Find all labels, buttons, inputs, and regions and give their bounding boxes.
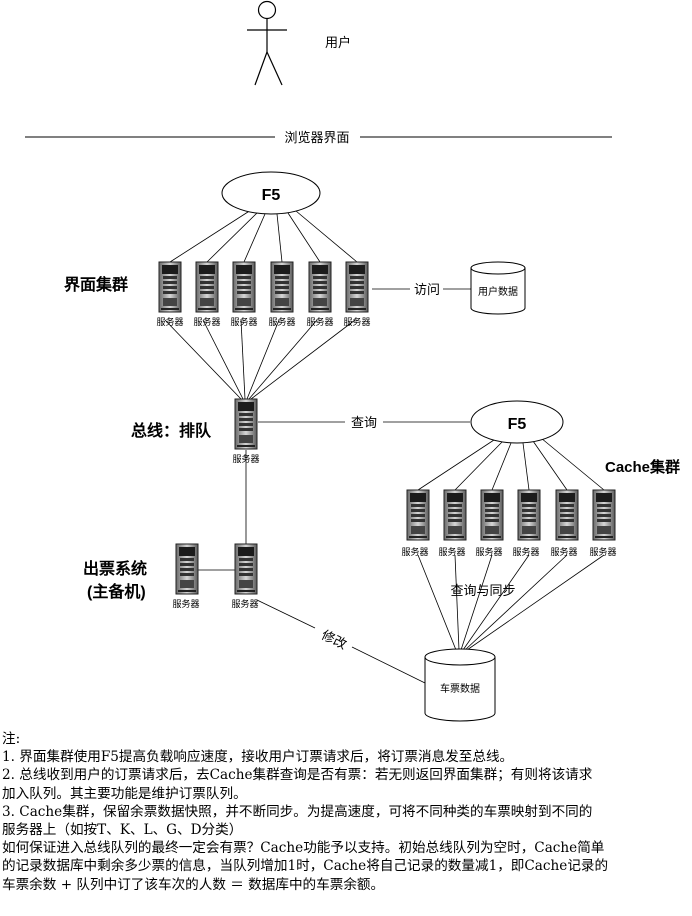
- notes-line: 如何保证进入总线队列的最终一定会有票？Cache功能予以支持。初始总线队列为空时…: [2, 840, 605, 857]
- ticket-data-database-icon: [424, 648, 496, 722]
- user-data-database-icon: [470, 261, 526, 315]
- cache-cluster-server-5: 服务器: [550, 489, 579, 558]
- access-label: 访问: [414, 283, 440, 298]
- user-data-label: 用户数据: [478, 285, 518, 298]
- server-label: 服务器: [343, 316, 370, 328]
- ticket-system-sublabel: (主备机): [87, 582, 146, 601]
- ui-cluster-server-2: 服务器: [193, 261, 221, 328]
- ui-cluster-server-4: 服务器: [268, 261, 296, 328]
- f5-load-balancer-cache: [470, 400, 564, 444]
- server-icon: [158, 261, 182, 313]
- ui-cluster-server-6: 服务器: [343, 261, 371, 328]
- notes-line: 服务器上（如按T、K、L、G、D分类）: [2, 822, 243, 839]
- server-label: 服务器: [512, 546, 539, 558]
- query-sync-label: 查询与同步: [450, 584, 515, 599]
- server-icon: [270, 261, 294, 313]
- server-icon: [406, 489, 430, 541]
- ui-cluster-server-3: 服务器: [230, 261, 258, 328]
- notes-line: 1. 界面集群使用F5提高负载响应速度，接收用户订票请求后，将订票消息发至总线。: [2, 749, 514, 766]
- server-icon: [234, 543, 258, 595]
- server-label: 服务器: [193, 316, 220, 328]
- notes-section: 注: 1. 界面集群使用F5提高负载响应速度，接收用户订票请求后，将订票消息发至…: [2, 730, 692, 894]
- server-label: 服务器: [172, 598, 199, 610]
- modify-label: 修改: [319, 628, 349, 653]
- server-icon: [345, 261, 369, 313]
- server-icon: [592, 489, 616, 541]
- cache-cluster-server-6: 服务器: [589, 489, 617, 558]
- server-label: 服务器: [589, 546, 616, 558]
- architecture-diagram: 用户 浏览器界面: [25, 0, 680, 722]
- notes-line: 2. 总线收到用户的订票请求后，去Cache集群查询是否有票：若无则返回界面集群…: [2, 767, 593, 784]
- browser-label: 浏览器界面: [284, 130, 349, 146]
- server-icon: [308, 261, 332, 313]
- user-label: 用户: [325, 35, 351, 51]
- connection-lines: [164, 209, 605, 684]
- server-icon: [175, 543, 199, 595]
- ui-cluster-label: 界面集群: [64, 275, 128, 294]
- cache-cluster-server-4: 服务器: [512, 489, 541, 558]
- server-label: 服务器: [268, 316, 295, 328]
- server-label: 服务器: [306, 316, 333, 328]
- bus-label: 总线：排队: [131, 421, 212, 440]
- cache-cluster-server-1: 服务器: [401, 489, 430, 558]
- server-icon: [195, 261, 219, 313]
- server-label: 服务器: [230, 316, 257, 328]
- server-icon: [517, 489, 541, 541]
- server-label: 服务器: [401, 546, 428, 558]
- f5-top-label: F5: [262, 187, 281, 204]
- server-icon: [443, 489, 467, 541]
- notes-heading: 注:: [2, 731, 21, 747]
- f5-cache-label: F5: [508, 416, 527, 433]
- ui-cluster-server-1: 服务器: [156, 261, 184, 328]
- server-label: 服务器: [156, 316, 183, 328]
- ticket-data-label: 车票数据: [440, 682, 480, 695]
- server-icon: [234, 398, 258, 450]
- f5-load-balancer-top: [221, 171, 321, 215]
- notes-line: 的记录数据库中剩余多少票的信息，当队列增加1时，Cache将自己记录的数量减1，…: [2, 858, 609, 875]
- server-icon: [555, 489, 579, 541]
- notes-line: 3. Cache集群，保留余票数据快照，并不断同步。为提高速度，可将不同种类的车…: [2, 803, 593, 820]
- notes-line: 车票余数 + 队列中订了该车次的人数 ＝ 数据库中的车票余额。: [2, 876, 385, 893]
- server-label: 服务器: [550, 546, 577, 558]
- bus-server: 服务器: [232, 398, 260, 465]
- server-label: 服务器: [232, 453, 259, 465]
- user-actor-icon: [247, 0, 287, 86]
- ui-cluster-server-5: 服务器: [306, 261, 334, 328]
- server-icon: [232, 261, 256, 313]
- query-label: 查询: [351, 416, 377, 431]
- server-icon: [480, 489, 504, 541]
- notes-line: 加入队列。其主要功能是维护订票队列。: [2, 785, 247, 802]
- server-label: 服务器: [231, 598, 258, 610]
- cache-cluster-server-2: 服务器: [438, 489, 467, 558]
- cache-cluster-server-3: 服务器: [475, 489, 504, 558]
- server-label: 服务器: [475, 546, 502, 558]
- cache-cluster-label: Cache集群: [605, 458, 680, 476]
- ticket-backup-server: 服务器: [172, 543, 200, 610]
- ticket-system-label: 出票系统: [83, 559, 147, 578]
- ticket-main-server: 服务器: [231, 543, 259, 610]
- server-label: 服务器: [438, 546, 465, 558]
